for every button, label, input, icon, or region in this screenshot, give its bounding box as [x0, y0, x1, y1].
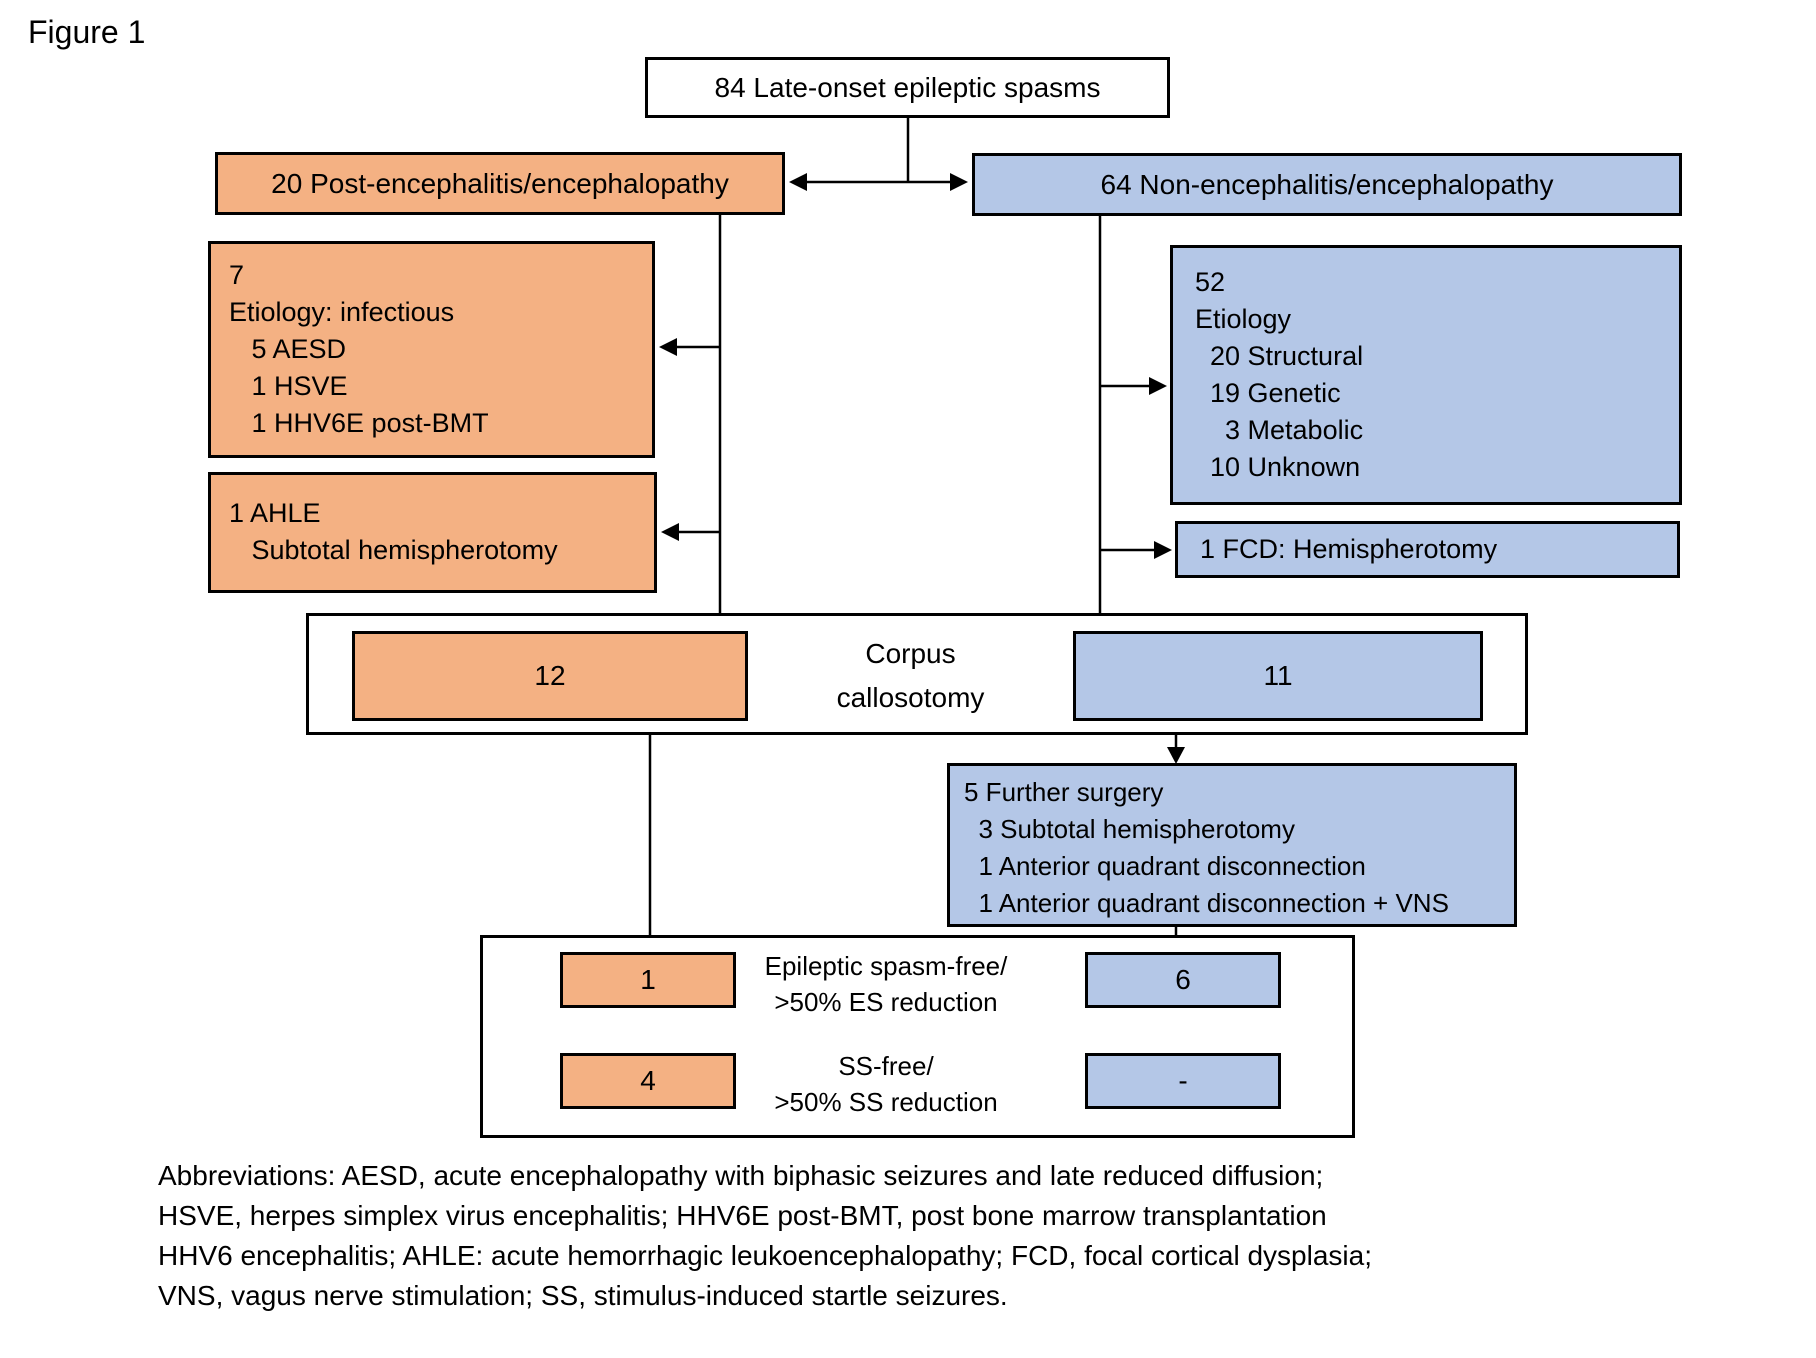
outcome-ss-left-count: 4	[640, 1065, 656, 1096]
fcd-box: 1 FCD: Hemispherotomy	[1175, 521, 1680, 578]
etiology-line: 20 Structural	[1195, 341, 1364, 371]
outcome-es-label: Epileptic spasm-free/ >50% ES reduction	[764, 951, 1008, 1017]
figure-label: Figure 1	[28, 14, 146, 50]
corpus-left-count-box: 12	[352, 631, 748, 721]
outcome-ss-left-count-box: 4	[560, 1053, 736, 1109]
ahle-box: 1 AHLE Subtotal hemispherotomy	[208, 472, 657, 593]
etiology-line: 1 HHV6E post-BMT	[229, 408, 489, 438]
outcome-es-left-count: 1	[640, 964, 656, 995]
outcome-es-right-count-box: 6	[1085, 952, 1281, 1008]
etiology-line: Etiology	[1195, 304, 1292, 334]
corpus-right-count: 11	[1263, 660, 1293, 691]
outcome-es-left-count-box: 1	[560, 952, 736, 1008]
further-surgery-line: 5 Further surgery	[964, 777, 1164, 807]
etiology-line: 1 HSVE	[229, 371, 348, 401]
etiology-line: 3 Metabolic	[1195, 415, 1364, 445]
further-surgery-line: 3 Subtotal hemispherotomy	[964, 814, 1295, 844]
further-surgery-line: 1 Anterior quadrant disconnection	[964, 851, 1366, 881]
root-count-text: 84 Late-onset epileptic spasms	[714, 71, 1101, 103]
further-surgery-line: 1 Anterior quadrant disconnection + VNS	[964, 888, 1449, 918]
outcome-ss-right-count: -	[1178, 1065, 1188, 1096]
etiology-box: 52 Etiology 20 Structural 19 Genetic 3 M…	[1170, 245, 1682, 505]
etiology-line: Etiology: infectious	[229, 297, 455, 327]
outcome-es-right-count: 6	[1175, 964, 1191, 995]
etiology-line: 19 Genetic	[1195, 378, 1341, 408]
outcome-ss-label: SS-free/ >50% SS reduction	[774, 1051, 998, 1117]
corpus-callosotomy-label: Corpus callosotomy	[836, 638, 985, 713]
corpus-right-count-box: 11	[1073, 631, 1483, 721]
etiology-line: 5 AESD	[229, 334, 347, 364]
ahle-line: Subtotal hemispherotomy	[229, 535, 558, 565]
post-encephalitis-box: 20 Post-encephalitis/encephalopathy	[215, 152, 785, 215]
ahle-line: 1 AHLE	[229, 498, 321, 528]
etiology-line: 52	[1195, 267, 1226, 297]
infectious-etiology-box: 7 Etiology: infectious 5 AESD 1 HSVE 1 H…	[208, 241, 655, 458]
root-count-box: 84 Late-onset epileptic spasms	[645, 57, 1170, 118]
etiology-line: 7	[229, 260, 245, 290]
outcome-ss-right-count-box: -	[1085, 1053, 1281, 1109]
post-encephalitis-text: 20 Post-encephalitis/encephalopathy	[271, 167, 729, 199]
fcd-text: 1 FCD: Hemispherotomy	[1200, 534, 1498, 564]
etiology-line: 10 Unknown	[1195, 452, 1361, 482]
abbreviations-note: Abbreviations: AESD, acute encephalopath…	[158, 1160, 1372, 1311]
further-surgery-box: 5 Further surgery 3 Subtotal hemispherot…	[947, 763, 1517, 927]
corpus-left-count: 12	[534, 660, 566, 691]
non-encephalitis-box: 64 Non-encephalitis/encephalopathy	[972, 153, 1682, 216]
non-encephalitis-text: 64 Non-encephalitis/encephalopathy	[1100, 168, 1554, 200]
